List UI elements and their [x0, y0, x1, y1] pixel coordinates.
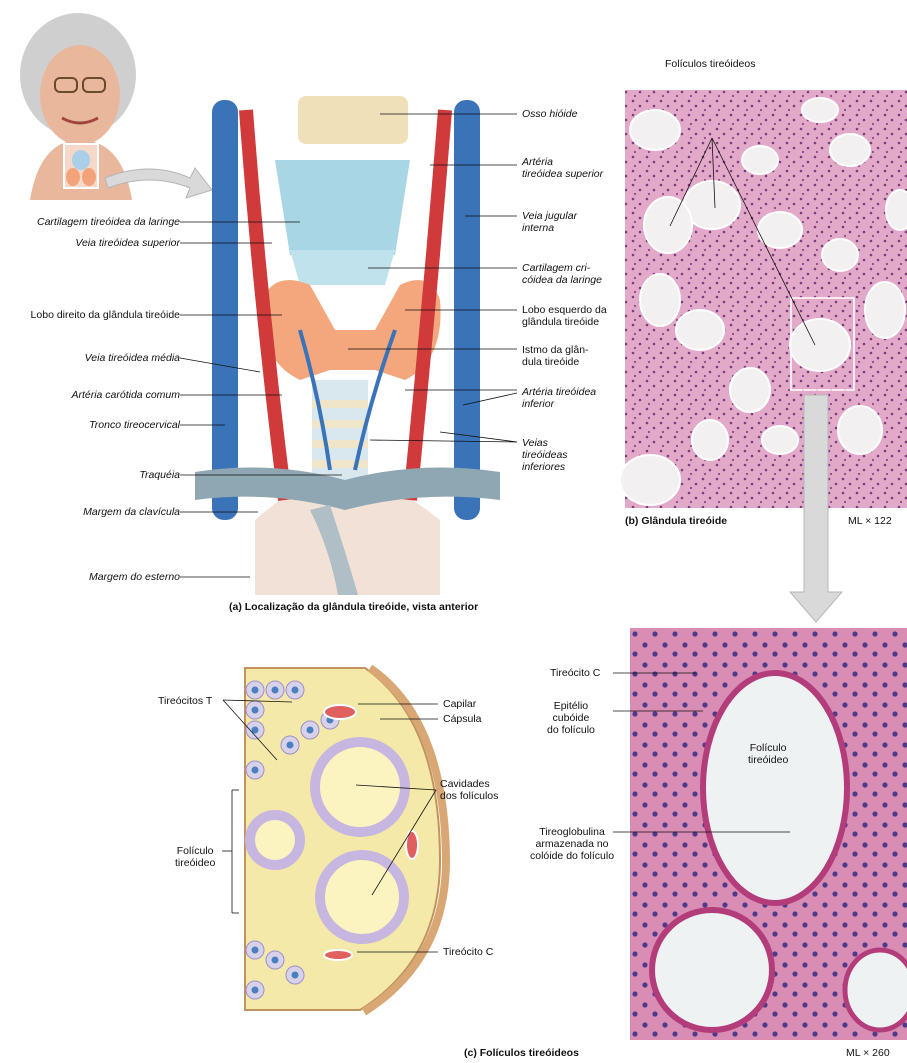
- label-inferior-thyroid-veins: Veias tireóideas inferiores: [522, 437, 568, 473]
- label-thyroglobulin: Tireoglobulina armazenada no colóide do …: [530, 826, 614, 862]
- label-inferior-thyroid-artery: Artéria tireóidea inferior: [522, 386, 596, 410]
- magnification-panel-c: ML × 260: [846, 1047, 890, 1059]
- label-capsule: Cápsula: [443, 713, 482, 725]
- label-c-thyrocyte-drawing: Tireócito C: [443, 946, 493, 958]
- label-follicle-lumen: Folículo tireóideo: [748, 742, 788, 766]
- label-c-thyrocyte-micro: Tireócito C: [550, 667, 600, 679]
- magnification-panel-b: ML × 122: [848, 515, 892, 527]
- label-sternum-margin: Margem do esterno: [89, 571, 180, 583]
- label-superior-thyroid-artery: Artéria tireóidea superior: [522, 156, 603, 180]
- caption-panel-a: (a) Localização da glândula tireóide, vi…: [229, 601, 478, 613]
- label-middle-thyroid-vein: Veia tireóidea média: [85, 352, 180, 364]
- label-isthmus: Istmo da glân- dula tireóide: [522, 344, 589, 368]
- label-thyroid-cartilage: Cartilagem tireóidea da laringe: [37, 216, 180, 228]
- woman-portrait: [20, 13, 136, 200]
- thyroid-micrograph: [620, 90, 907, 508]
- label-cuboidal-epithelium: Epitélio cubóide do folículo: [547, 700, 595, 736]
- label-hyoid: Osso hióide: [522, 108, 577, 120]
- label-right-lobe: Lobo direito da glândula tireóide: [31, 309, 180, 321]
- label-capillary: Capilar: [443, 698, 476, 710]
- follicle-drawing: [245, 668, 446, 1012]
- label-thyrocervical-trunk: Tronco tireocervical: [89, 419, 180, 431]
- caption-panel-c: (c) Folículos tireóideos: [464, 1047, 579, 1059]
- label-common-carotid: Artéria carótida comum: [71, 389, 180, 401]
- neck-illustration: [195, 96, 500, 595]
- label-t-thyrocytes: Tireócitos T: [158, 695, 212, 707]
- label-thyroid-follicles: Folículos tireóideos: [665, 58, 755, 70]
- label-trachea: Traquéia: [139, 469, 180, 481]
- label-internal-jugular: Veia jugular interna: [522, 210, 577, 234]
- label-superior-thyroid-vein: Veia tireóidea superior: [75, 237, 180, 249]
- label-left-lobe: Lobo esquerdo da glândula tireóide: [522, 304, 607, 328]
- caption-panel-b: (b) Glândula tireóide: [625, 515, 727, 527]
- label-cricoid-cartilage: Cartilagem cri- cóidea da laringe: [522, 262, 602, 286]
- label-thyroid-follicle: Folículo tireóideo: [175, 845, 215, 869]
- label-clavicle-margin: Margem da clavícula: [83, 506, 180, 518]
- label-follicle-cavities: Cavidades dos folículos: [440, 778, 498, 802]
- follicle-micrograph: [630, 628, 907, 1040]
